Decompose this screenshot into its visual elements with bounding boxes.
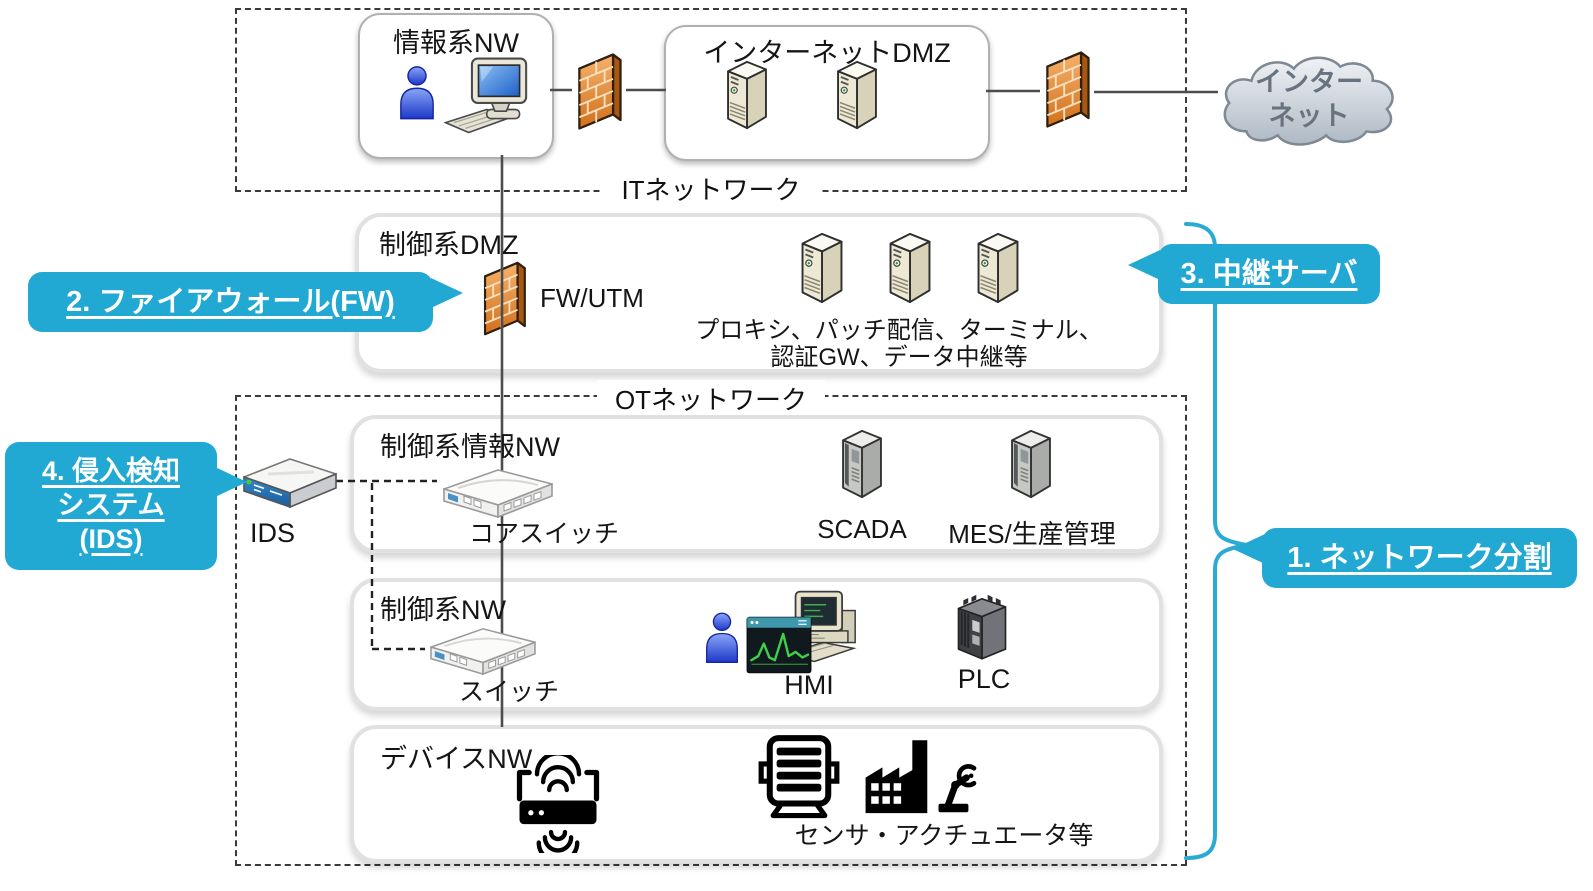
motor-icon [756,730,842,822]
server-icon [832,59,882,131]
device-nw-title: デバイスNW [380,744,533,774]
user-icon [398,65,436,121]
ids-label: IDS [250,518,296,548]
core-switch-label: コアスイッチ [468,520,619,548]
fw-utm-firewall-icon [476,256,532,342]
server-icon [884,231,936,305]
firewall-icon [570,48,628,136]
control-dmz-title: 制御系DMZ [379,230,519,260]
callout-network-split-pointer [1233,534,1265,564]
control-dmz-box: 制御系DMZ FW/UTM プロキシ、パッチ配信、ターミナル、 認証GW、データ… [355,213,1163,373]
callout-ids-line1: 4. 侵入検知 [41,456,181,487]
hmi-label: HMI [784,670,834,700]
callout-ids-line3: (IDS) [79,523,143,554]
callout-firewall: 2. ファイアウォール(FW) [28,272,433,332]
mes-label: MES/生産管理 [948,519,1116,549]
control-info-nw-box: 制御系情報NW コアスイッチ SCADA MES/生産管理 [350,415,1163,553]
callout-network-split-label: 1. ネットワーク分割 [1287,541,1552,574]
server-icon [796,231,848,305]
relay-servers-caption-1: プロキシ、パッチ配信、ターミナル、 [695,317,1103,344]
firewall-icon [1038,46,1096,134]
plc-label: PLC [957,664,1011,694]
server-icon [722,59,772,131]
callout-network-split: 1. ネットワーク分割 [1262,528,1577,588]
switch-label: スイッチ [458,678,559,706]
ids-appliance-icon [240,453,340,511]
control-nw-title: 制御系NW [380,595,506,625]
core-switch-icon [439,465,557,519]
callout-firewall-label: 2. ファイアウォール(FW) [66,285,395,318]
factory-robot-icon [856,729,978,815]
callout-ids-pointer [215,467,247,497]
callout-relay-server-label: 3. 中継サーバ [1180,257,1358,290]
server-icon [972,231,1024,305]
info-nw-title: 情報系NW [393,28,519,58]
it-network-zone-label: ITネットワーク [603,170,819,207]
trend-graph-icon [742,616,816,674]
scada-server-icon [837,428,887,500]
callout-ids: 4. 侵入検知 システム (IDS) [5,442,217,570]
scada-label: SCADA [817,514,907,544]
internet-dmz-box: インターネットDMZ [664,25,990,161]
mes-server-icon [1006,428,1056,500]
internet-cloud-label: インター ネット [1255,67,1363,131]
callout-firewall-pointer [431,278,463,308]
desktop-pc-icon [444,55,536,141]
ot-network-zone-label: OTネットワーク [596,380,826,417]
fw-utm-label: FW/UTM [540,283,644,313]
control-info-nw-title: 制御系情報NW [380,432,560,462]
callout-relay-server: 3. 中継サーバ [1158,244,1380,304]
device-nw-box: デバイスNW センサ・アクチュエータ等 [350,725,1163,863]
callout-relay-server-pointer [1128,250,1160,280]
relay-servers-caption-2: 認証GW、データ中継等 [770,344,1028,371]
wireless-gateway-icon [499,755,617,853]
operator-user-icon [704,610,740,666]
plc-icon [952,590,1012,666]
switch-icon [427,624,539,676]
control-nw-box: 制御系NW スイッチ HMI PLC [350,578,1163,711]
internet-dmz-title: インターネットDMZ [703,38,951,68]
callout-ids-line2: システム [57,490,165,521]
sensor-actuator-caption: センサ・アクチュエータ等 [794,822,1094,850]
info-nw-box: 情報系NW [358,13,554,159]
